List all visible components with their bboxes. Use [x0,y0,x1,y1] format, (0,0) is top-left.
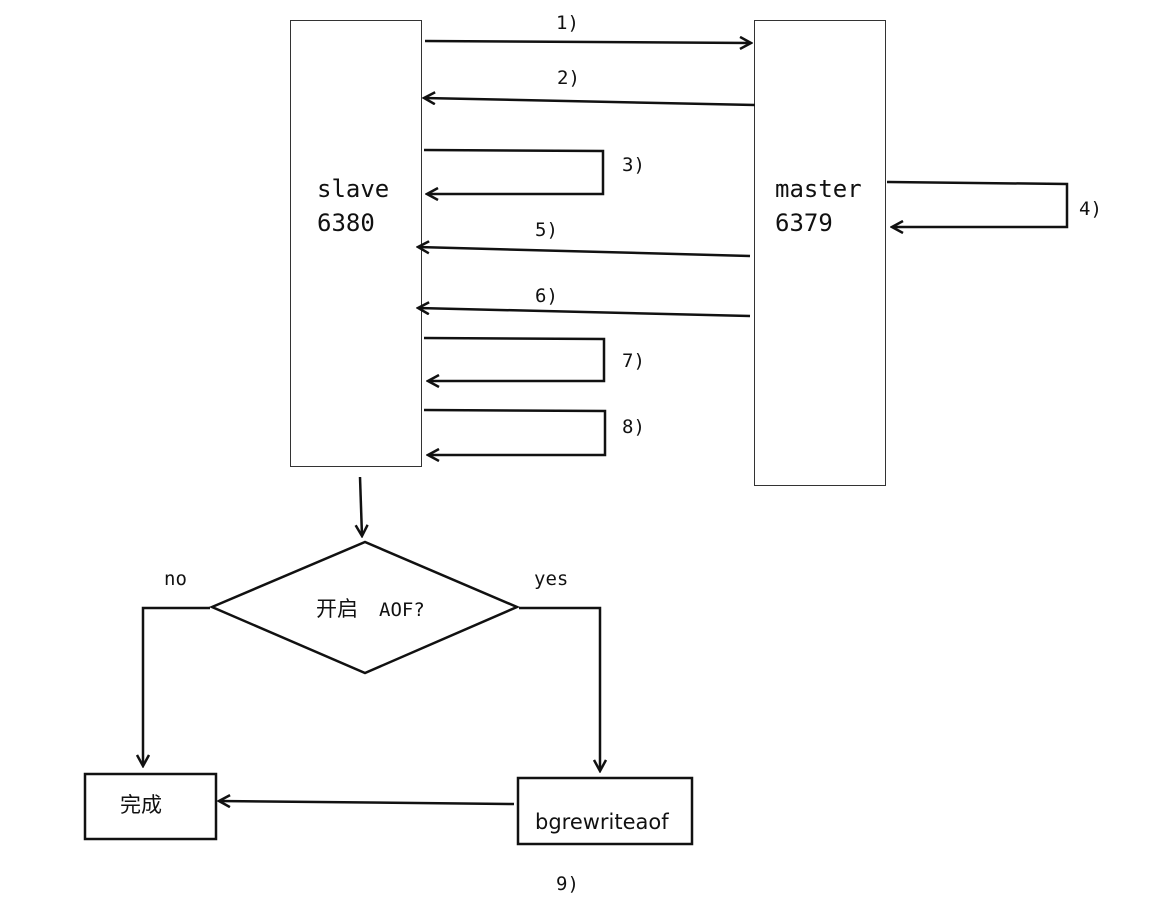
slave-name: slave [317,175,389,203]
step-6-label: 6) [535,285,558,307]
master-node: master 6379 [754,20,886,486]
yes-label: yes [534,568,568,590]
step-1-label: 1) [556,12,579,34]
step-7-label: 7) [622,350,645,372]
step-9-label: 9) [556,873,579,895]
step-5-arrow [418,247,751,258]
step-4-label: 4) [1079,198,1102,220]
slave-node: slave 6380 [290,20,422,467]
step-1-arrow [424,41,751,43]
yes-branch-arrow [519,606,600,771]
step-3-label: 3) [622,154,645,176]
bgrewriteaof-label: bgrewriteaof [535,810,669,834]
step-4-arrow [886,180,1069,227]
master-name: master [775,175,862,203]
step-6-arrow [418,308,751,318]
step-8-label: 8) [622,416,645,438]
aof-decision: 开启 AOF? [208,540,521,675]
slave-port: 6380 [317,209,375,237]
rewrite-to-done-arrow [219,801,515,804]
done-label: 完成 [120,793,162,817]
no-label: no [164,568,187,590]
bgrewriteaof-node: bgrewriteaof [516,776,694,846]
no-branch-arrow [143,606,210,766]
done-node: 完成 [83,772,218,841]
decision-cjk-label: 开启 [316,597,358,621]
step-2-label: 2) [557,67,580,89]
decision-latin-label: AOF? [379,599,425,621]
step-3-arrow [423,148,605,194]
step-2-arrow [424,98,756,107]
step-5-label: 5) [535,219,558,241]
step-7-arrow [423,336,606,381]
master-port: 6379 [775,209,833,237]
to-decision-arrow [360,476,362,536]
step-8-arrow [423,408,607,455]
